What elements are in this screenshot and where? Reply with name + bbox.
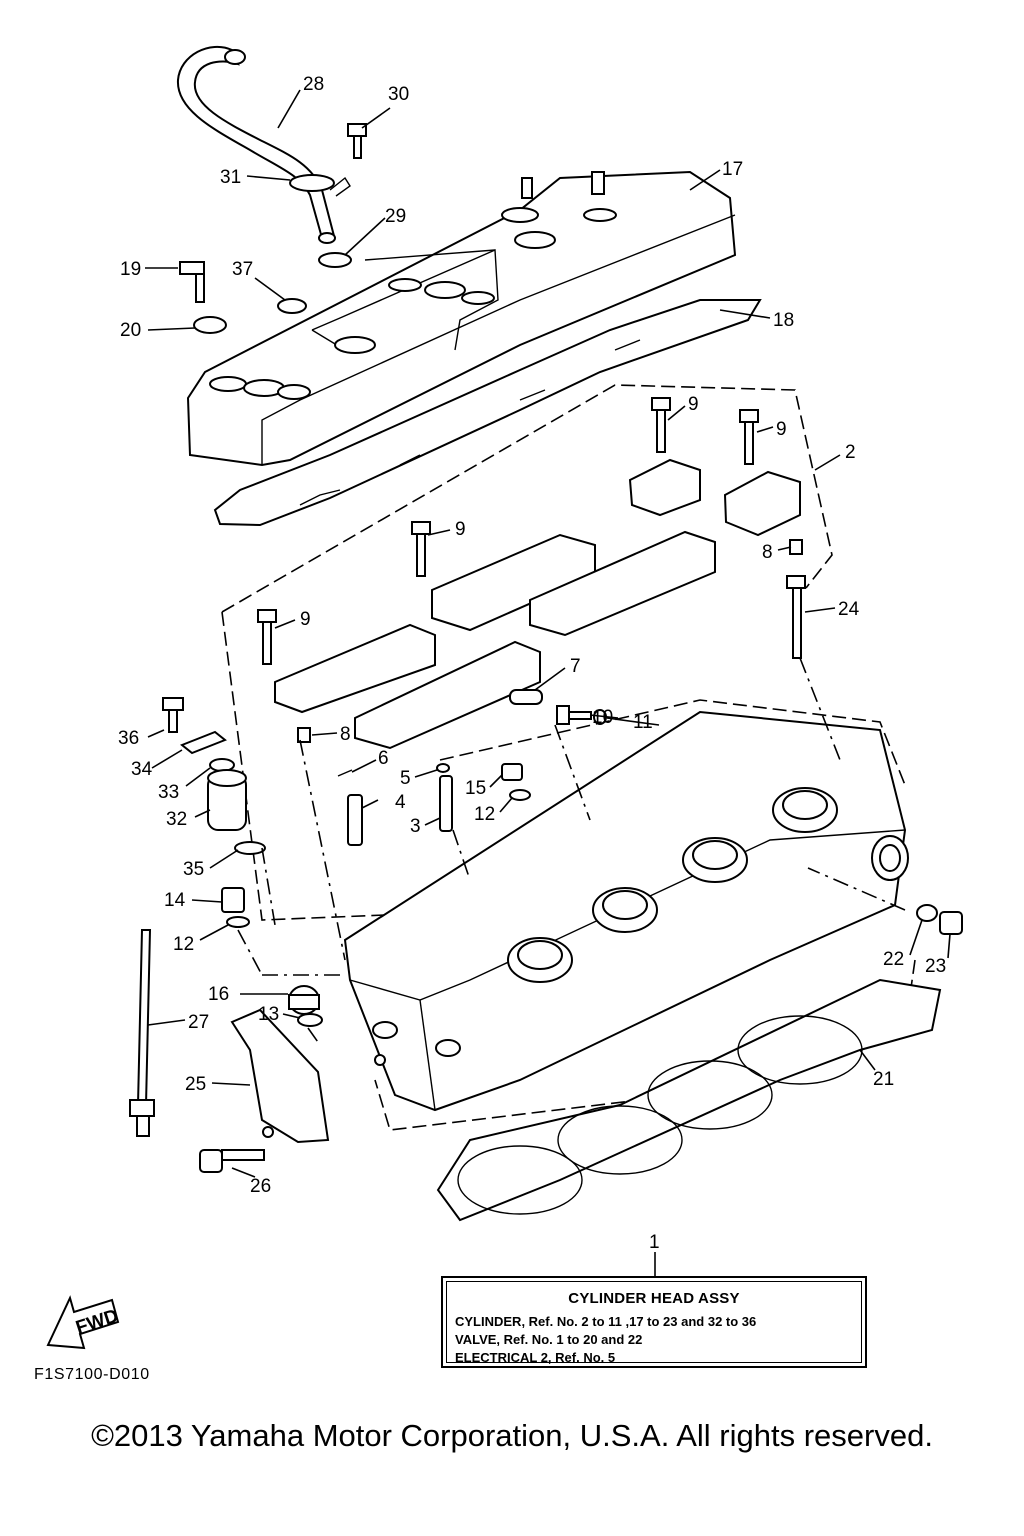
callout-20: 20 bbox=[120, 320, 141, 341]
bolt-9 bbox=[257, 609, 277, 665]
callout-4: 4 bbox=[395, 792, 406, 813]
callout-16: 16 bbox=[208, 984, 229, 1005]
figure-code: F1S7100-D010 bbox=[34, 1366, 150, 1383]
bolt-19 bbox=[179, 261, 205, 303]
callout-6: 6 bbox=[378, 748, 389, 769]
callout-9: 9 bbox=[688, 394, 699, 415]
washer-12 bbox=[509, 789, 531, 801]
bolt-9 bbox=[739, 409, 759, 465]
assembly-line-cylinder: CYLINDER, Ref. No. 2 to 11 ,17 to 23 and… bbox=[455, 1314, 757, 1329]
washer-12 bbox=[226, 916, 250, 928]
callout-2: 2 bbox=[845, 442, 856, 463]
callout-9: 9 bbox=[455, 519, 466, 540]
cylinder-head-cover bbox=[186, 170, 737, 467]
bracket-25 bbox=[230, 1008, 330, 1144]
callout-30: 30 bbox=[388, 84, 409, 105]
callout-12: 12 bbox=[173, 934, 194, 955]
callout-12: 12 bbox=[474, 804, 495, 825]
o-ring-29 bbox=[318, 252, 352, 268]
lifter-7 bbox=[509, 689, 543, 705]
cam-carrier bbox=[354, 640, 541, 750]
copyright-notice: ©2013 Yamaha Motor Corporation, U.S.A. A… bbox=[91, 1418, 933, 1453]
callout-14: 14 bbox=[164, 890, 186, 911]
plug-37 bbox=[277, 298, 307, 314]
callout-11: 11 bbox=[633, 712, 653, 733]
dowel-8 bbox=[297, 727, 311, 743]
callout-15: 15 bbox=[465, 778, 486, 799]
callout-18: 18 bbox=[773, 310, 794, 331]
assembly-title: CYLINDER HEAD ASSY bbox=[568, 1290, 740, 1307]
leader-lines bbox=[145, 89, 951, 1276]
callout-36: 36 bbox=[118, 728, 139, 749]
cable-tie-27 bbox=[129, 929, 155, 1137]
bolt-30 bbox=[347, 123, 367, 159]
assembly-note-box: CYLINDER HEAD ASSY CYLINDER, Ref. No. 2 … bbox=[441, 1276, 867, 1368]
callout-8: 8 bbox=[340, 724, 351, 745]
callout-26: 26 bbox=[250, 1176, 271, 1197]
seal-5 bbox=[436, 763, 450, 773]
callout-13: 13 bbox=[258, 1004, 279, 1025]
callout-32: 32 bbox=[166, 809, 187, 830]
callout-17: 17 bbox=[722, 159, 743, 180]
callout-3: 3 bbox=[410, 816, 421, 837]
dowel-8 bbox=[789, 539, 803, 555]
fwd-arrow-icon: FWD bbox=[46, 1295, 121, 1350]
callout-25: 25 bbox=[185, 1074, 206, 1095]
callout-34: 34 bbox=[131, 759, 153, 780]
cam-cap bbox=[723, 470, 801, 537]
assembly-line-electrical: ELECTRICAL 2, Ref. No. 5 bbox=[455, 1350, 616, 1365]
callout-21: 21 bbox=[873, 1069, 894, 1090]
callout-10: 10 bbox=[592, 707, 613, 728]
nut-15 bbox=[501, 763, 523, 781]
assembly-note-inner: CYLINDER HEAD ASSY CYLINDER, Ref. No. 2 … bbox=[446, 1281, 862, 1365]
plug-23 bbox=[939, 911, 963, 935]
callout-33: 33 bbox=[158, 782, 179, 803]
callouts: 28 30 31 17 29 19 37 20 18 9 9 2 9 8 24 … bbox=[118, 74, 946, 1253]
cap-nut-16 bbox=[288, 985, 320, 1015]
callout-23: 23 bbox=[925, 956, 946, 977]
callout-27: 27 bbox=[188, 1012, 209, 1033]
cam-cap bbox=[628, 458, 701, 517]
valve-3 bbox=[439, 775, 453, 832]
bolt-36 bbox=[162, 697, 184, 733]
washer-22 bbox=[916, 904, 938, 922]
bolt-9 bbox=[651, 397, 671, 453]
grommet-20 bbox=[193, 316, 227, 334]
cam-carrier bbox=[529, 530, 716, 637]
o-ring-35 bbox=[234, 841, 266, 855]
callout-22: 22 bbox=[883, 949, 904, 970]
assembly-line-valve: VALVE, Ref. No. 1 to 20 and 22 bbox=[455, 1332, 643, 1347]
callout-5: 5 bbox=[400, 768, 411, 789]
bolt-9 bbox=[411, 521, 431, 577]
cam-carrier bbox=[274, 623, 436, 714]
breather-hose bbox=[176, 45, 351, 244]
callout-28: 28 bbox=[303, 74, 324, 95]
callout-35: 35 bbox=[183, 859, 204, 880]
callout-37: 37 bbox=[232, 259, 253, 280]
cover-gasket bbox=[213, 299, 762, 527]
cotter-6 bbox=[337, 769, 353, 777]
callout-7: 7 bbox=[570, 656, 581, 677]
callout-29: 29 bbox=[385, 206, 406, 227]
sleeve-32 bbox=[207, 769, 247, 831]
nut-14 bbox=[221, 887, 245, 913]
callout-1: 1 bbox=[649, 1232, 660, 1253]
callout-9: 9 bbox=[776, 419, 787, 440]
valve-guide-4 bbox=[347, 794, 363, 846]
callout-24: 24 bbox=[838, 599, 860, 620]
washer-13 bbox=[297, 1013, 323, 1027]
plate-34 bbox=[180, 730, 227, 755]
bolt-10 bbox=[556, 705, 592, 725]
bolt-26 bbox=[199, 1149, 265, 1173]
head-gasket-21 bbox=[436, 978, 942, 1222]
callout-8: 8 bbox=[762, 542, 773, 563]
head-bolt-24 bbox=[786, 575, 806, 659]
callout-19: 19 bbox=[120, 259, 141, 280]
cylinder-head bbox=[343, 710, 909, 1112]
callout-31: 31 bbox=[220, 167, 241, 188]
callout-9: 9 bbox=[300, 609, 311, 630]
